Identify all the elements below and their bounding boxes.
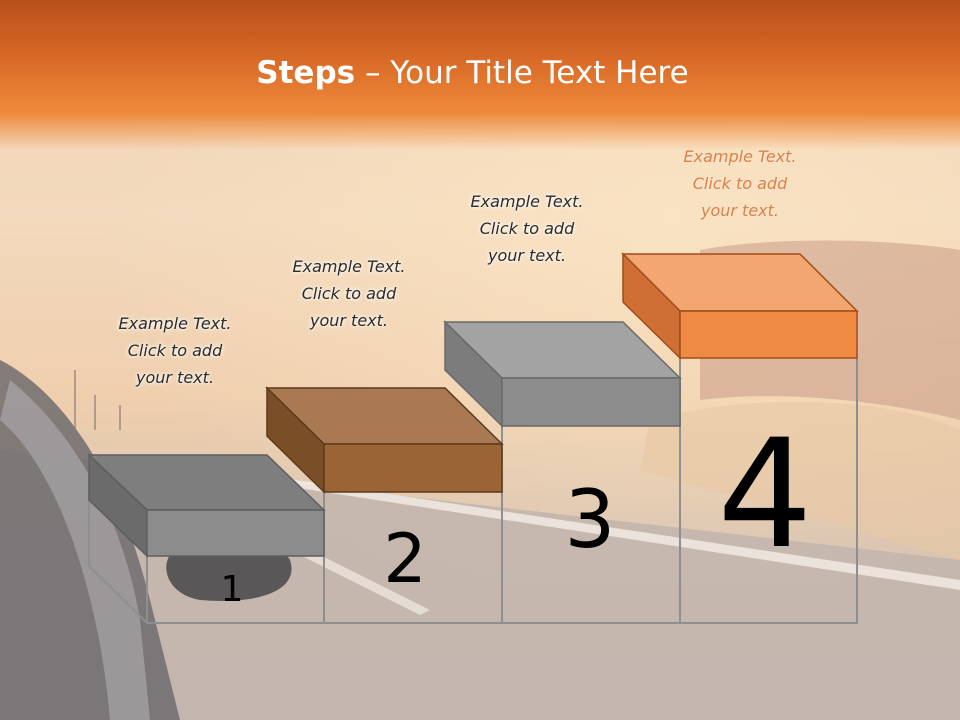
title-rest: – Your Title Text Here (355, 55, 689, 91)
step-4-caption[interactable]: Example Text. Click to add your text. (683, 147, 797, 220)
step-4-block (621, 252, 859, 360)
step-1-number: 1 (220, 569, 244, 610)
step-3-number: 3 (564, 473, 616, 566)
step-2-number: 2 (383, 520, 427, 599)
step-4-number: 4 (717, 408, 813, 582)
slide-title[interactable]: Steps – Your Title Text Here (0, 55, 945, 91)
step-3-caption[interactable]: Example Text. Click to add your text. (470, 192, 584, 265)
step-3-block (443, 320, 682, 428)
step-2-caption[interactable]: Example Text. Click to add your text. (292, 257, 406, 330)
title-bold: Steps (256, 55, 356, 91)
step-1-caption[interactable]: Example Text. Click to add your text. (118, 314, 232, 387)
step-2-block (265, 386, 504, 494)
title-band (0, 0, 960, 150)
step-1-block (87, 453, 326, 558)
